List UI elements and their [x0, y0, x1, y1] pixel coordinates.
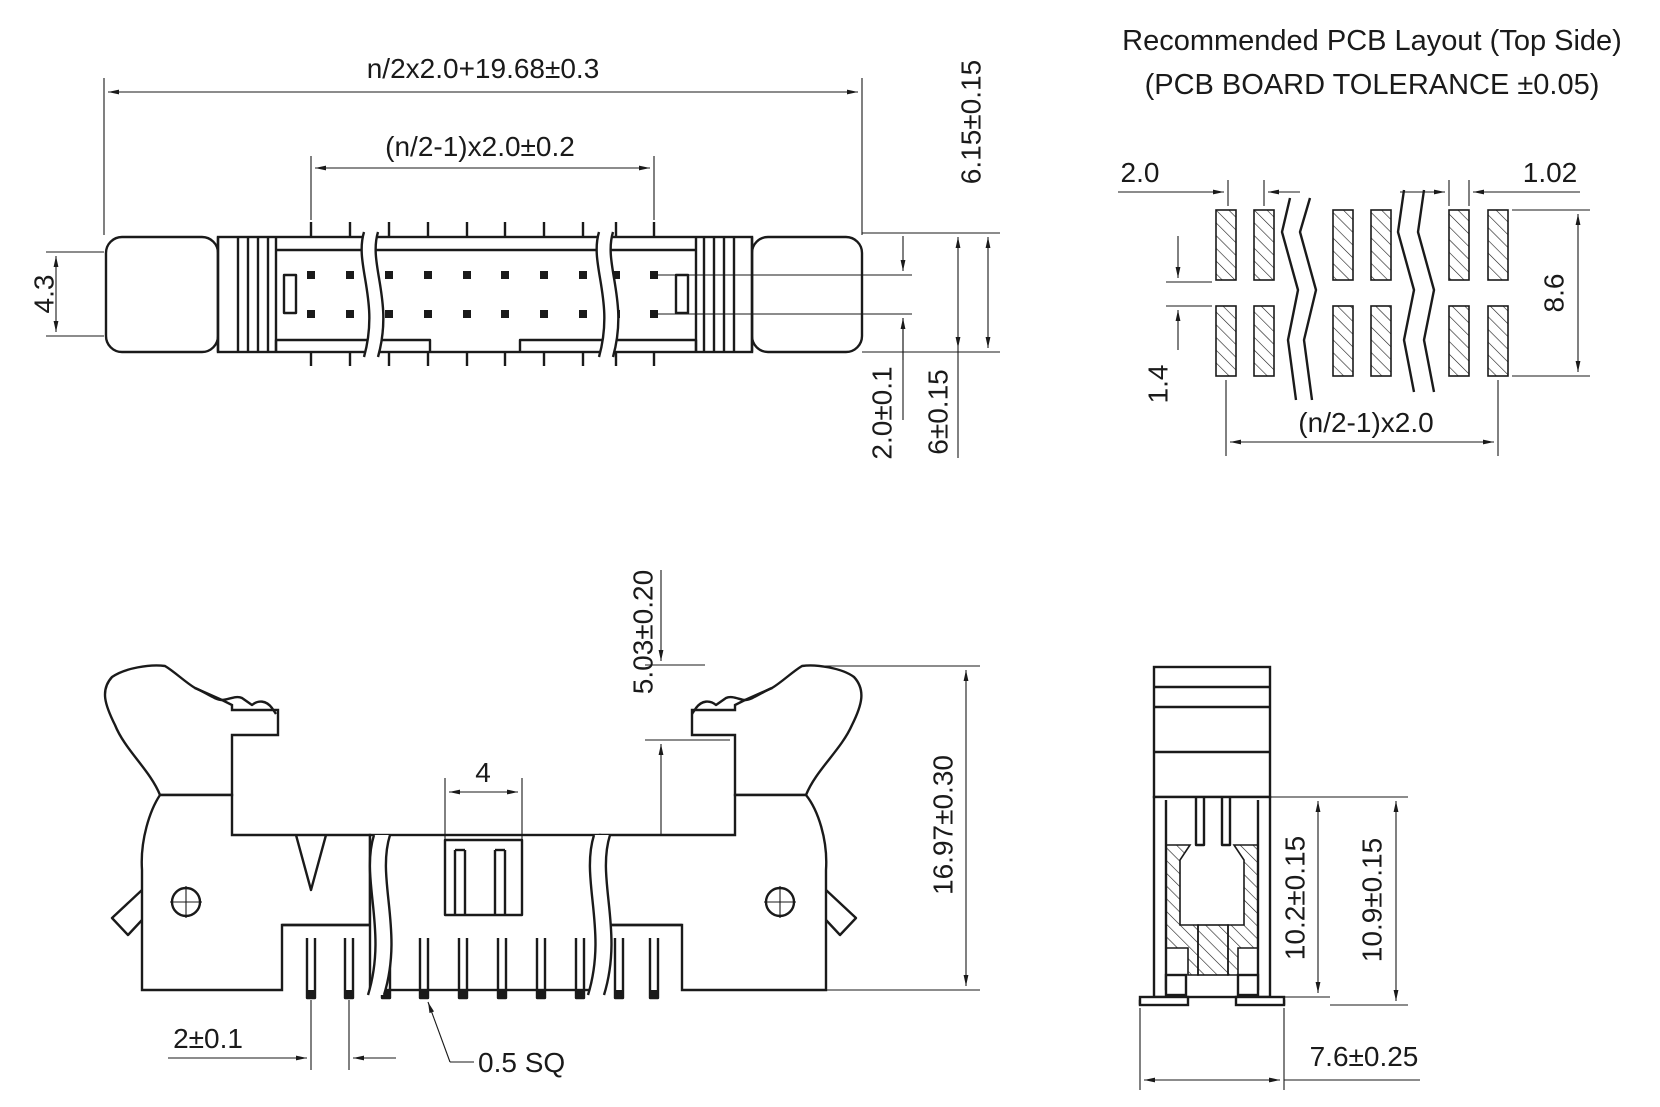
pin-size-dim: 0.5 SQ — [478, 1047, 565, 1078]
inner-height-dim: 10.2±0.15 — [1279, 836, 1310, 960]
pcb-row-gap-dim: 1.4 — [1142, 365, 1173, 404]
key-width-dim: 4 — [475, 757, 491, 788]
overall-length-dim: n/2x2.0+19.68±0.3 — [367, 53, 600, 84]
front-view: 4 5.03±0.20 16.97±0.30 2±0.1 0.5 SQ — [103, 570, 980, 1078]
pcb-layout-title: Recommended PCB Layout (Top Side) — [1122, 25, 1622, 57]
pcb-span-dim: (n/2-1)x2.0 — [1298, 407, 1433, 438]
outer-height-dim: 10.9±0.15 — [1356, 838, 1387, 962]
pcb-pitch-dim: 2.0 — [1121, 157, 1160, 188]
pcb-pad-width-dim: 1.02 — [1523, 157, 1578, 188]
pcb-row-span-dim: 8.6 — [1538, 274, 1569, 313]
side-width-dim: 7.6±0.25 — [1310, 1041, 1419, 1072]
body-height-dim: 4.3 — [28, 275, 59, 314]
pin-span-dim: (n/2-1)x2.0±0.2 — [385, 131, 575, 162]
lever-height-dim: 5.03±0.20 — [627, 570, 658, 694]
pcb-layout-subtitle: (PCB BOARD TOLERANCE ±0.05) — [1145, 69, 1600, 101]
height-dim: 6.15±0.15 — [955, 60, 986, 184]
body-depth-dim: 6±0.15 — [922, 369, 953, 454]
side-view: 10.2±0.15 10.9±0.15 7.6±0.25 — [1138, 665, 1420, 1090]
total-height-dim: 16.97±0.30 — [927, 755, 958, 895]
top-view: n/2x2.0+19.68±0.3 (n/2-1)x2.0±0.2 — [28, 53, 1000, 460]
pcb-layout: Recommended PCB Layout (Top Side) (PCB B… — [1118, 25, 1622, 456]
pin-pitch-dim: 2±0.1 — [173, 1023, 243, 1054]
row-pitch-dim: 2.0±0.1 — [866, 366, 897, 459]
